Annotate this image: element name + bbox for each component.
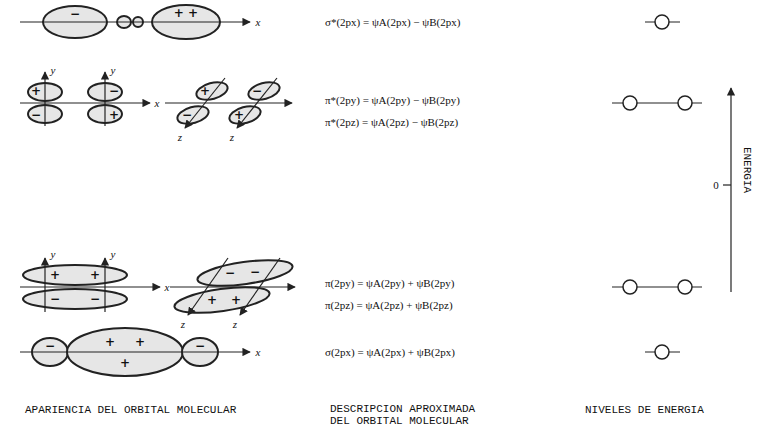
level-circle bbox=[655, 15, 669, 29]
sign: − bbox=[250, 266, 260, 278]
level-circle bbox=[678, 280, 692, 294]
energy-axis bbox=[730, 88, 731, 292]
orbital-lobe bbox=[175, 103, 210, 127]
sign: − bbox=[90, 293, 100, 305]
sign: − bbox=[45, 340, 55, 352]
caption: NIVELES DE ENERGIA bbox=[585, 404, 704, 416]
y-axis bbox=[104, 258, 105, 312]
formula: σ(2px) = ψA(2px) + ψB(2px) bbox=[325, 346, 455, 358]
level-circle bbox=[655, 345, 669, 359]
orbital-lobe bbox=[246, 79, 281, 103]
axis-label: y bbox=[51, 249, 56, 260]
sign: + bbox=[31, 85, 41, 97]
sign: + bbox=[120, 357, 130, 369]
sign: + bbox=[207, 294, 217, 306]
axis-label: z bbox=[181, 319, 185, 330]
sign: + bbox=[90, 269, 100, 281]
sign: + bbox=[135, 336, 145, 348]
axis-label: x bbox=[256, 347, 261, 358]
level-circle bbox=[678, 96, 692, 110]
formula: π*(2pz) = ψA(2pz) − ψB(2pz) bbox=[325, 116, 458, 128]
sign: + bbox=[50, 269, 60, 281]
sign: − bbox=[252, 85, 262, 97]
axis-label: z bbox=[233, 319, 237, 330]
x-axis bbox=[170, 286, 295, 287]
sign: + bbox=[200, 85, 210, 97]
sign: + bbox=[234, 109, 244, 121]
sign: − bbox=[225, 267, 235, 279]
orbital-lobe bbox=[23, 289, 127, 309]
sign: − bbox=[195, 340, 205, 352]
level-circle bbox=[623, 96, 637, 110]
orbital-lobe bbox=[196, 255, 294, 290]
x-axis bbox=[20, 102, 150, 103]
y-axis bbox=[44, 258, 45, 312]
caption: DESCRIPCION APROXIMADA DEL ORBITAL MOLEC… bbox=[330, 403, 495, 427]
x-axis bbox=[165, 102, 292, 103]
y-axis bbox=[104, 72, 105, 126]
z-axis bbox=[240, 258, 280, 315]
axis-label: x bbox=[165, 282, 170, 293]
orbital-lobe bbox=[23, 265, 127, 285]
orbital-lobe bbox=[173, 282, 271, 317]
formula: π(2py) = ψA(2py) + ψB(2py) bbox=[325, 277, 455, 289]
sign: + + bbox=[174, 7, 198, 19]
zero-label: 0 bbox=[713, 179, 719, 191]
level-circle bbox=[623, 280, 637, 294]
orbital-lobe bbox=[227, 103, 262, 127]
z-axis bbox=[188, 258, 228, 315]
x-axis bbox=[20, 286, 160, 287]
axis-label: y bbox=[51, 65, 56, 76]
orbital-lobe bbox=[194, 79, 229, 103]
y-axis bbox=[44, 72, 45, 126]
zero-tick bbox=[723, 184, 731, 185]
x-axis bbox=[20, 21, 250, 22]
sign: + bbox=[231, 294, 241, 306]
caption: APARIENCIA DEL ORBITAL MOLECULAR bbox=[25, 404, 236, 416]
sign: − bbox=[70, 8, 80, 20]
formula: π*(2py) = ψA(2py) − ψB(2py) bbox=[325, 94, 460, 106]
axis-label: x bbox=[256, 17, 261, 28]
sign: − bbox=[50, 293, 60, 305]
sign: + bbox=[109, 109, 119, 121]
axis-label: z bbox=[178, 132, 182, 143]
axis-label: z bbox=[230, 132, 234, 143]
sign: + bbox=[105, 336, 115, 348]
energy-axis-label: ENERGIA bbox=[741, 147, 753, 193]
sign: − bbox=[182, 109, 192, 121]
formula: π(2pz) = ψA(2pz) + ψB(2pz) bbox=[325, 299, 453, 311]
axis-label: y bbox=[111, 65, 116, 76]
sign: − bbox=[109, 85, 119, 97]
formula: σ*(2px) = ψA(2px) − ψB(2px) bbox=[325, 16, 460, 28]
sign: − bbox=[31, 109, 41, 121]
axis-label: x bbox=[155, 98, 160, 109]
axis-label: y bbox=[111, 249, 116, 260]
